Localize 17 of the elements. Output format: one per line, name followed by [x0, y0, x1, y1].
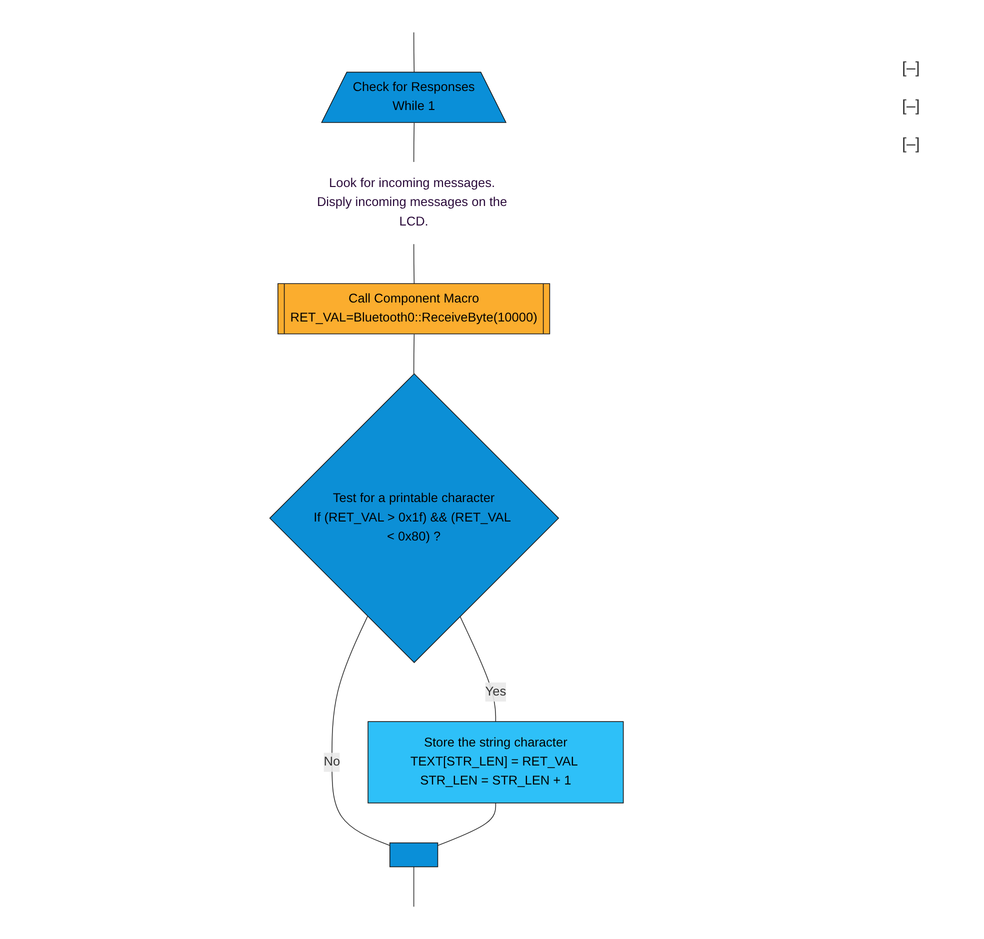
node-text: Look for incoming messages. Disply incoming messages on the LCD.: [317, 176, 508, 229]
connector: [460, 616, 496, 722]
connector: [414, 334, 416, 374]
connector: [438, 802, 496, 846]
connector: [414, 122, 416, 163]
connector: [332, 616, 391, 846]
node-box: Store the string character TEXT[STR_LEN] = RET_VAL STR_LEN = STR_LEN + 1: [368, 721, 624, 804]
node-diamond: Test for a printable character If (RET_VAL > 0x1f) && (RET_VAL < 0x80) ?: [270, 373, 560, 664]
edge-label: Yes: [486, 684, 507, 698]
node-box: [390, 842, 439, 868]
connector: [414, 866, 415, 908]
collapse-toggle: [–]: [902, 60, 976, 78]
collapse-toggle: [–]: [902, 136, 976, 154]
connector: [414, 243, 416, 284]
connector: [414, 32, 416, 73]
edge-label: No: [324, 755, 341, 769]
collapse-toggle: [–]: [902, 98, 976, 116]
